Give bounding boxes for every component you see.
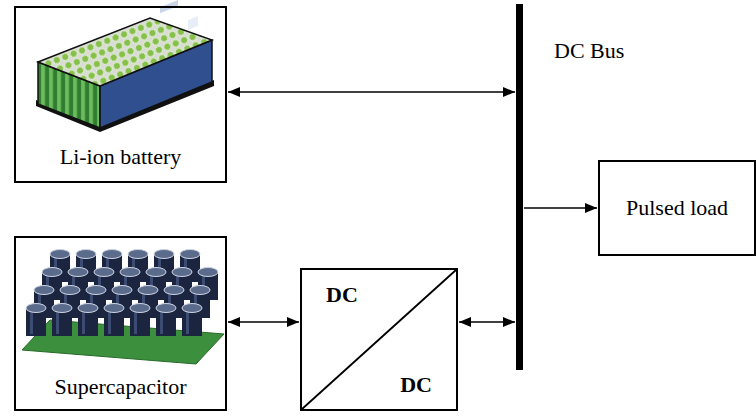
pack-top-cells bbox=[38, 18, 212, 86]
power-flow-arrow bbox=[228, 91, 515, 93]
diagonal-line bbox=[302, 270, 456, 409]
capacitor-cell bbox=[52, 304, 72, 337]
capacitor-cell bbox=[182, 304, 202, 337]
converter-label: DC bbox=[400, 372, 432, 397]
bus-label: DC Bus bbox=[554, 38, 624, 63]
box-label: Li-ion battery bbox=[60, 144, 182, 169]
capacitor-cell bbox=[104, 304, 124, 337]
capacitor-cell bbox=[78, 304, 98, 337]
box-label: Supercapacitor bbox=[55, 374, 187, 399]
capacitor-cell bbox=[26, 304, 46, 337]
power-flow-arrow bbox=[228, 321, 299, 323]
battery-pack-picture bbox=[36, 0, 214, 132]
battery-box: Li-ion battery bbox=[14, 6, 227, 183]
board-chip bbox=[188, 16, 198, 30]
converter-box: DC DC bbox=[300, 268, 458, 411]
capacitor-cell bbox=[156, 304, 176, 337]
capacitor-cell bbox=[130, 304, 150, 337]
power-flow-arrow bbox=[524, 207, 597, 209]
power-flow-arrow bbox=[459, 321, 515, 323]
supercapacitor-bank-picture bbox=[22, 250, 224, 365]
converter-diagonal bbox=[302, 270, 456, 409]
converter-label: DC bbox=[326, 282, 358, 307]
dc-bus-bar: DC Bus bbox=[516, 4, 523, 370]
box-label: Pulsed load bbox=[626, 195, 728, 220]
supercapacitor-box: Supercapacitor bbox=[14, 236, 227, 411]
load-box: Pulsed load bbox=[598, 160, 756, 256]
